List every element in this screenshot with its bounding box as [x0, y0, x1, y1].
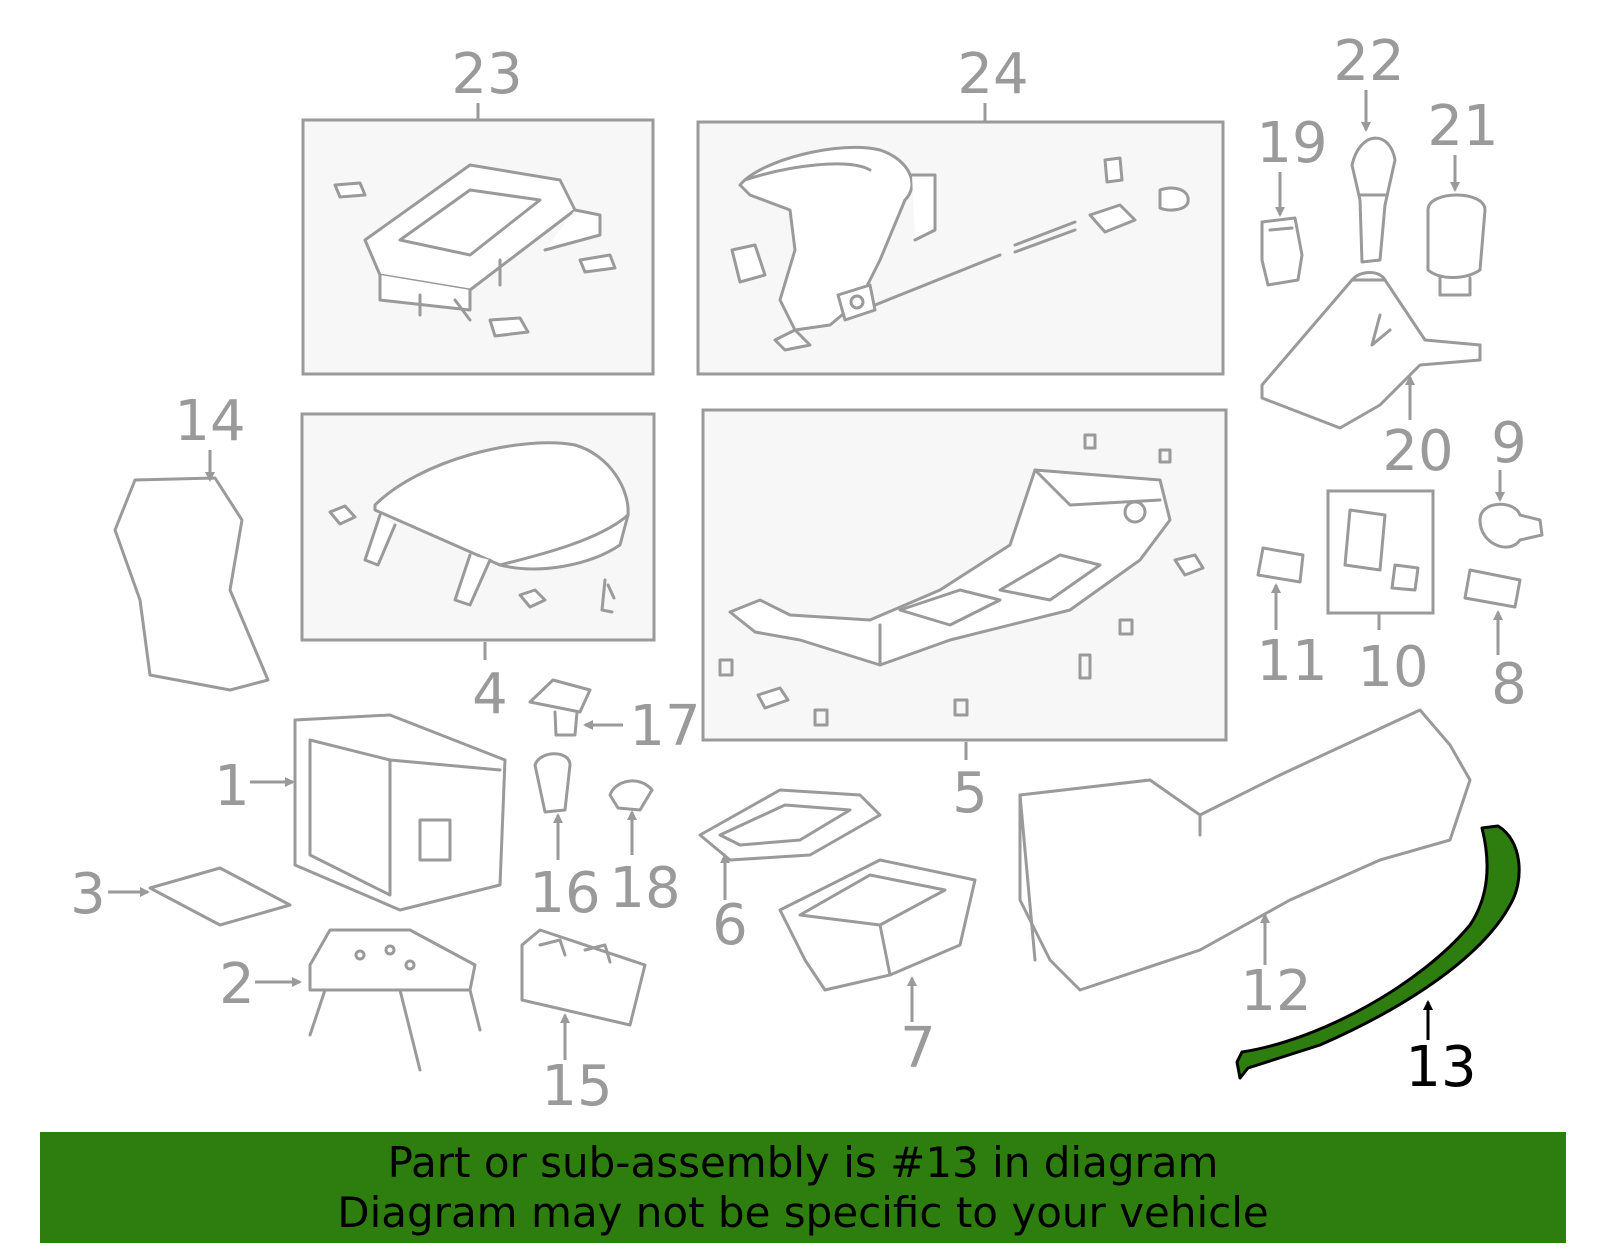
part-22	[1350, 136, 1397, 264]
callout-12: 12	[1240, 959, 1311, 1024]
callout-13-highlighted: 13	[1405, 1035, 1476, 1100]
callout-15: 15	[541, 1054, 612, 1119]
callout-7: 7	[900, 1016, 936, 1081]
callout-14: 14	[174, 389, 245, 454]
callout-8: 8	[1491, 652, 1527, 717]
callout-5: 5	[952, 761, 988, 826]
part-5-box	[701, 408, 1228, 742]
part-7	[778, 858, 977, 992]
part-15	[520, 928, 647, 1027]
banner-line-part-number: Part or sub-assembly is #13 in diagram	[387, 1137, 1219, 1187]
callout-16: 16	[529, 861, 600, 926]
part-14	[113, 476, 270, 692]
part-19	[1260, 216, 1304, 287]
part-4-box	[300, 412, 656, 642]
part-12	[1018, 708, 1472, 992]
callout-3: 3	[70, 862, 106, 927]
callout-10: 10	[1357, 635, 1428, 700]
part-10-box	[1326, 489, 1435, 615]
callout-22: 22	[1333, 29, 1404, 94]
callout-17: 17	[629, 694, 700, 759]
part-8	[1463, 568, 1522, 609]
part-20	[1260, 271, 1482, 430]
part-24-box	[696, 120, 1225, 376]
part-11	[1256, 546, 1305, 584]
part-23-box	[301, 118, 655, 376]
callout-9: 9	[1491, 411, 1527, 476]
info-banner: Part or sub-assembly is #13 in diagram D…	[40, 1132, 1566, 1243]
callout-20: 20	[1382, 419, 1453, 484]
callout-labels: 23 24 22 19 21 20 9 14 4 5 11 10 8 17 1 …	[70, 29, 1527, 1119]
part-13-highlighted	[1235, 824, 1521, 1080]
callout-18: 18	[609, 856, 680, 921]
part-9	[1478, 502, 1544, 549]
callout-23: 23	[451, 42, 522, 107]
part-6	[698, 788, 882, 862]
part-1	[293, 713, 507, 912]
callout-21: 21	[1427, 94, 1498, 159]
callout-11: 11	[1256, 629, 1327, 694]
part-18	[608, 779, 654, 812]
leader-lines	[108, 90, 1505, 1060]
banner-line-disclaimer: Diagram may not be specific to your vehi…	[337, 1187, 1269, 1237]
callout-2: 2	[219, 952, 255, 1017]
part-17	[528, 678, 592, 737]
callout-6: 6	[712, 893, 748, 958]
callout-1: 1	[214, 754, 250, 819]
part-21	[1426, 193, 1487, 297]
part-16	[533, 752, 572, 814]
callout-4: 4	[472, 662, 508, 727]
part-3	[148, 866, 292, 927]
callout-24: 24	[957, 42, 1028, 107]
callout-19: 19	[1256, 111, 1327, 176]
part-2	[308, 928, 482, 1072]
